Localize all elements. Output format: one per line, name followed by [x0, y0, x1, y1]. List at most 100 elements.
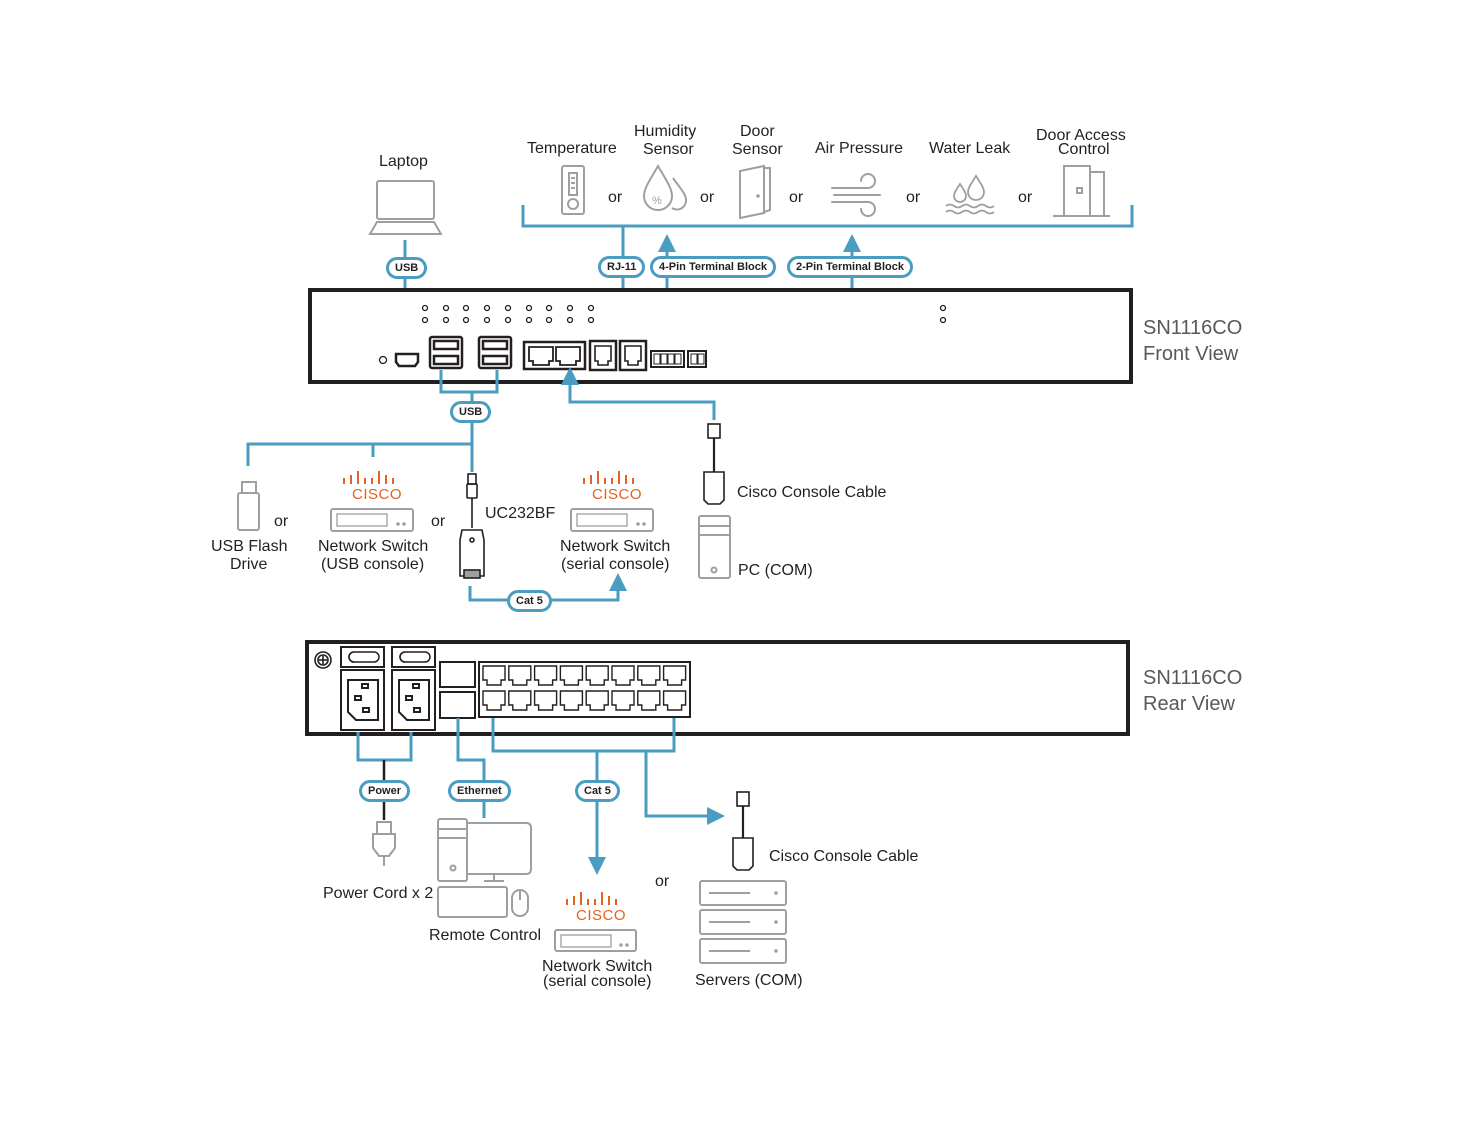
or-separator: or — [906, 189, 921, 206]
sensor-label-water-leak: Water Leak — [929, 140, 1011, 157]
console-port — [533, 665, 558, 686]
wind-icon — [831, 173, 881, 217]
console-front-line — [561, 367, 716, 420]
2pin-terminal-badge: 2-Pin Terminal Block — [787, 256, 913, 278]
cisco-console-cable-icon — [703, 423, 725, 505]
laptop-icon — [368, 180, 443, 235]
4pin-terminal-block — [650, 350, 685, 368]
console-port — [559, 665, 584, 686]
cisco-brand-3: CISCO — [576, 907, 627, 924]
front-view-model: SN1116CO — [1143, 317, 1243, 339]
power-inlets — [340, 669, 436, 731]
remote-computer-icon — [437, 818, 532, 918]
console-port — [637, 690, 661, 711]
uc232bf-label: UC232BF — [485, 505, 556, 522]
remote-control-label: Remote Control — [429, 927, 542, 944]
cat5-rear-line — [491, 718, 676, 866]
usb-flash-label-1: USB Flash — [211, 538, 288, 555]
servers-icon — [699, 880, 787, 964]
console-port — [585, 665, 609, 686]
sensor-label-humidity-1: Humidity — [634, 123, 697, 140]
console-rear-line — [644, 751, 725, 825]
usb-ports — [428, 335, 513, 370]
console-port — [662, 665, 687, 686]
door-access-icon — [1053, 165, 1110, 217]
cisco-console-cable-label: Cisco Console Cable — [737, 484, 887, 501]
servers-com-label: Servers (COM) — [695, 972, 803, 989]
svg-text:%: % — [652, 195, 662, 207]
or-separator: or — [789, 189, 804, 206]
console-port — [662, 690, 687, 711]
cisco-console-cable-rear-label: Cisco Console Cable — [769, 848, 919, 865]
network-switch-serial-icon — [570, 508, 654, 532]
usb-flash-drive-icon — [237, 481, 260, 531]
console-port — [482, 665, 506, 686]
console-ports-grid — [478, 661, 691, 718]
power-switches — [340, 646, 436, 668]
cisco-console-cable-rear-icon — [732, 791, 754, 871]
cisco-brand-2: CISCO — [592, 486, 643, 503]
sensor-label-door-access-1: Door Access — [1036, 127, 1126, 144]
or-separator: or — [608, 189, 623, 206]
pc-com-label: PC (COM) — [738, 562, 813, 579]
cisco-logo-bars-1 — [343, 471, 394, 484]
front-view-title: Front View — [1143, 343, 1239, 365]
sensor-label-door-1: Door — [740, 123, 775, 140]
rear-view-model: SN1116CO — [1143, 667, 1243, 689]
hdmi-port — [394, 352, 420, 368]
or-separator: or — [655, 873, 670, 890]
rj11-badge: RJ-11 — [598, 256, 646, 278]
switch-serial-rear-label-1: Network Switch — [542, 958, 653, 975]
cat5-front-badge: Cat 5 — [507, 590, 552, 612]
switch-serial-label-2: (serial console) — [561, 556, 670, 573]
sensor-bus-line — [521, 205, 1134, 228]
console-port — [611, 690, 635, 711]
ethernet-ports-front — [522, 340, 587, 371]
or-separator: or — [700, 189, 715, 206]
2pin-terminal-block — [687, 350, 707, 368]
4pin-terminal-badge: 4-Pin Terminal Block — [650, 256, 776, 278]
switch-serial-label-1: Network Switch — [560, 538, 671, 555]
pc-tower-icon — [698, 515, 731, 579]
console-port — [585, 690, 609, 711]
water-leak-icon — [945, 174, 995, 215]
switch-usb-label-1: Network Switch — [318, 538, 429, 555]
usb-front-line — [246, 370, 499, 472]
sensor-label-temperature: Temperature — [527, 140, 617, 157]
humidity-icon: % — [642, 163, 687, 211]
or-separator: or — [1018, 189, 1033, 206]
reset-button — [378, 355, 388, 365]
cat5-rear-badge: Cat 5 — [575, 780, 620, 802]
network-switch-usb-icon — [330, 508, 414, 532]
ground-screw-icon — [314, 651, 332, 669]
laptop-label: Laptop — [379, 153, 428, 170]
usb-front-badge: USB — [450, 401, 492, 423]
console-port — [559, 690, 584, 711]
sensor-label-humidity-2: Sensor — [643, 141, 694, 158]
sensor-label-door-access-2: Control — [1058, 141, 1110, 158]
power-badge: Power — [359, 780, 411, 802]
sensor-label-door-2: Sensor — [732, 141, 783, 158]
or-separator: or — [274, 513, 289, 530]
network-switch-rear-icon — [554, 929, 637, 952]
console-port — [508, 690, 532, 711]
power-line — [356, 732, 413, 762]
front-led-indicators — [421, 304, 947, 324]
rear-view-title: Rear View — [1143, 693, 1235, 715]
usb-laptop-badge: USB — [386, 257, 428, 279]
door-icon — [739, 164, 771, 220]
usb-flash-label-2: Drive — [230, 556, 268, 573]
cisco-logo-bars-2 — [583, 471, 634, 484]
power-cord-icon — [372, 821, 396, 866]
switch-serial-rear-label-2: (serial console) — [543, 973, 652, 990]
console-port — [611, 665, 635, 686]
console-port — [482, 690, 506, 711]
uc232bf-adapter-icon — [459, 473, 485, 579]
sensor-label-air-pressure: Air Pressure — [815, 140, 904, 157]
rj11-ports — [588, 339, 648, 372]
power-cord-label: Power Cord x 2 — [323, 885, 434, 902]
console-port — [508, 665, 532, 686]
thermometer-icon — [561, 165, 585, 215]
switch-usb-label-2: (USB console) — [321, 556, 425, 573]
